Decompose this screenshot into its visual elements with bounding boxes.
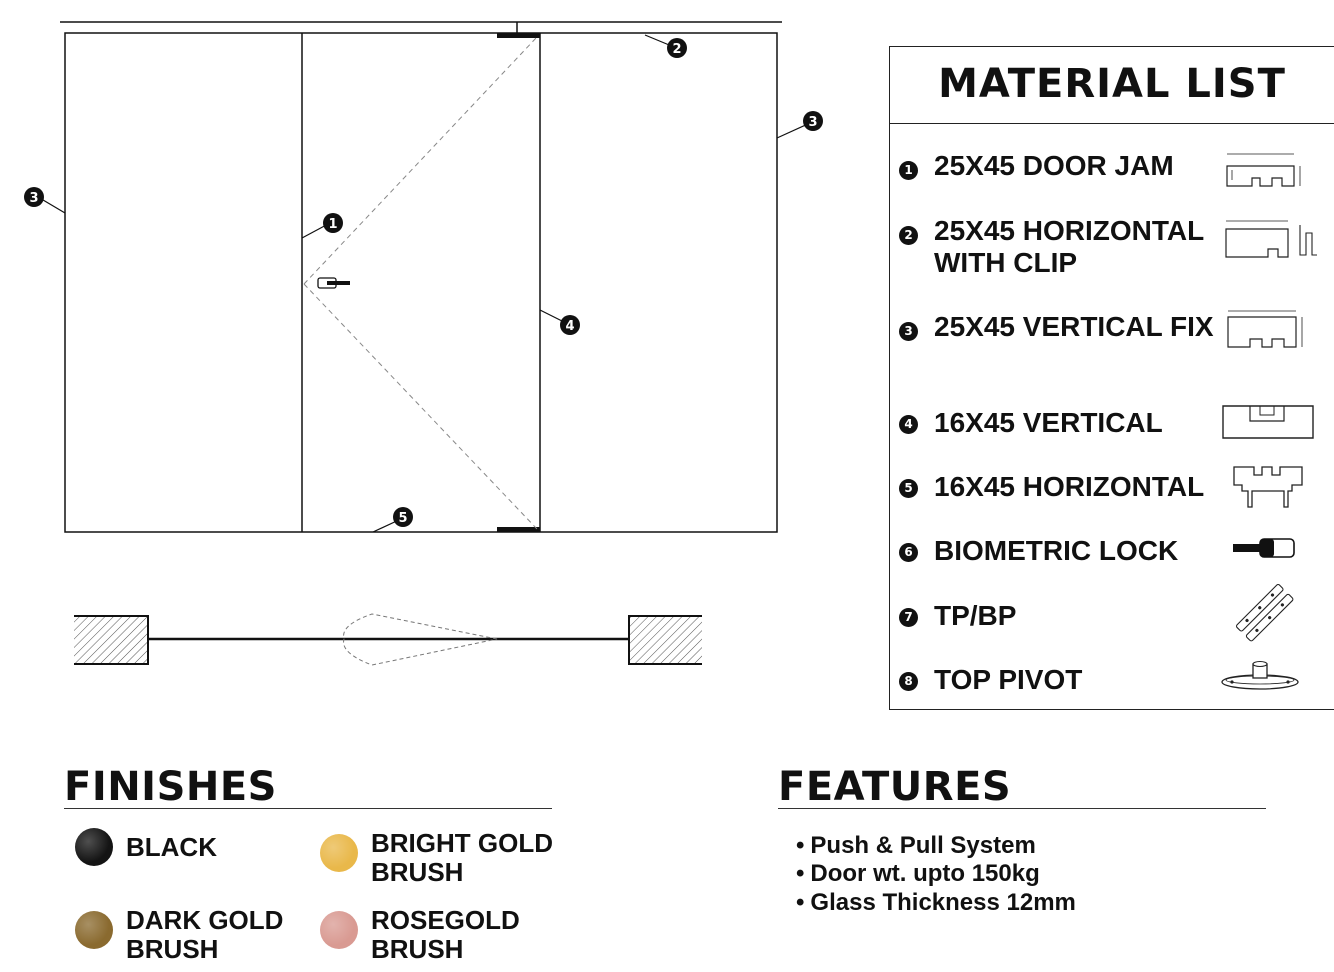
finish-label-line: BRUSH [126, 934, 219, 964]
feature-text: Push & Pull System [810, 832, 1036, 859]
swing-arc [343, 613, 498, 666]
callout-1: 1 [323, 213, 343, 233]
horizontal-16-profile-icon [1233, 466, 1303, 508]
finish-label: BRIGHT GOLD BRUSH [371, 829, 553, 887]
top-pivot-icon [1221, 660, 1299, 690]
finish-label-line: BRIGHT GOLD [371, 828, 553, 858]
callout-number: 5 [398, 511, 407, 526]
vertical-fix-profile-icon [1227, 310, 1303, 348]
feature-item: •Door wt. upto 150kg [796, 859, 1040, 888]
wall-left [74, 616, 148, 664]
feature-text: Glass Thickness 12mm [810, 889, 1076, 916]
finish-label-line: BRUSH [371, 934, 464, 964]
finishes-heading: FINISHES [64, 764, 277, 810]
item-number-badge: 2 [899, 226, 918, 245]
lock-symbol [317, 277, 350, 289]
wall-right [629, 616, 702, 664]
material-list-header: MATERIAL LIST [890, 47, 1334, 124]
item-number-badge: 5 [899, 479, 918, 498]
top-patch [497, 33, 540, 38]
callout-number: 4 [565, 319, 574, 334]
finish-label: ROSEGOLD BRUSH [371, 906, 520, 964]
callout-number: 1 [328, 217, 337, 232]
bottom-patch [497, 527, 540, 532]
callout-number: 2 [672, 42, 681, 57]
bullet-icon: • [796, 889, 805, 916]
horizontal-clip-profile-icon [1225, 220, 1317, 258]
material-item-label: TP/BP [934, 600, 1017, 631]
finish-swatch-rosegold-brush [320, 911, 358, 949]
material-item-label: BIOMETRIC LOCK [934, 535, 1179, 566]
finish-label: BLACK [126, 833, 217, 862]
plan-view [74, 613, 702, 666]
callout-number: 3 [808, 115, 817, 130]
callout-5: 5 [393, 507, 413, 527]
finish-swatch-bright-gold-brush [320, 834, 358, 872]
finish-label-line: BLACK [126, 832, 217, 862]
finishes-divider [64, 808, 552, 809]
features-divider [778, 808, 1266, 809]
finish-label-line: BRUSH [371, 857, 464, 887]
material-item-label: 25X45 DOOR JAM [934, 150, 1174, 181]
tp-bp-plate-icon [1235, 583, 1294, 642]
bullet-icon: • [796, 832, 805, 859]
feature-item: •Push & Pull System [796, 831, 1036, 860]
item-number-badge: 4 [899, 415, 918, 434]
swing-line-upper [303, 36, 538, 285]
item-number-badge: 3 [899, 322, 918, 341]
feature-text: Door wt. upto 150kg [810, 860, 1040, 887]
callout-3-right: 3 [803, 111, 823, 131]
callout-2: 2 [667, 38, 687, 58]
biometric-lock-icon [1233, 538, 1295, 558]
material-item-label: 25X45 VERTICAL FIX [934, 311, 1214, 342]
callout-4: 4 [560, 315, 580, 335]
material-item-label: 16X45 VERTICAL [934, 407, 1163, 438]
door-jam-profile-icon [1226, 153, 1301, 187]
item-number-badge: 6 [899, 543, 918, 562]
material-list-title: MATERIAL LIST [938, 61, 1286, 107]
callout-3-left: 3 [24, 187, 44, 207]
finish-label: DARK GOLD BRUSH [126, 906, 283, 964]
outer-frame [64, 32, 778, 533]
bullet-icon: • [796, 860, 805, 887]
finish-swatch-dark-gold-brush [75, 911, 113, 949]
material-item-label: 25X45 HORIZONTAL WITH CLIP [934, 215, 1204, 278]
finish-label-line: ROSEGOLD [371, 905, 520, 935]
finish-swatch-black [75, 828, 113, 866]
swing-line-lower [303, 283, 538, 530]
finish-label-line: DARK GOLD [126, 905, 284, 935]
item-number-badge: 1 [899, 161, 918, 180]
material-list-panel: MATERIAL LIST 1 25X45 DOOR JAM 2 25X45 H… [889, 46, 1334, 710]
item-number-badge: 7 [899, 608, 918, 627]
feature-item: •Glass Thickness 12mm [796, 888, 1076, 917]
material-item-label: TOP PIVOT [934, 664, 1083, 695]
features-heading: FEATURES [778, 764, 1012, 810]
vertical-16-profile-icon [1222, 405, 1314, 439]
callout-number: 3 [29, 191, 38, 206]
material-item-label: 16X45 HORIZONTAL [934, 471, 1205, 502]
item-number-badge: 8 [899, 672, 918, 691]
